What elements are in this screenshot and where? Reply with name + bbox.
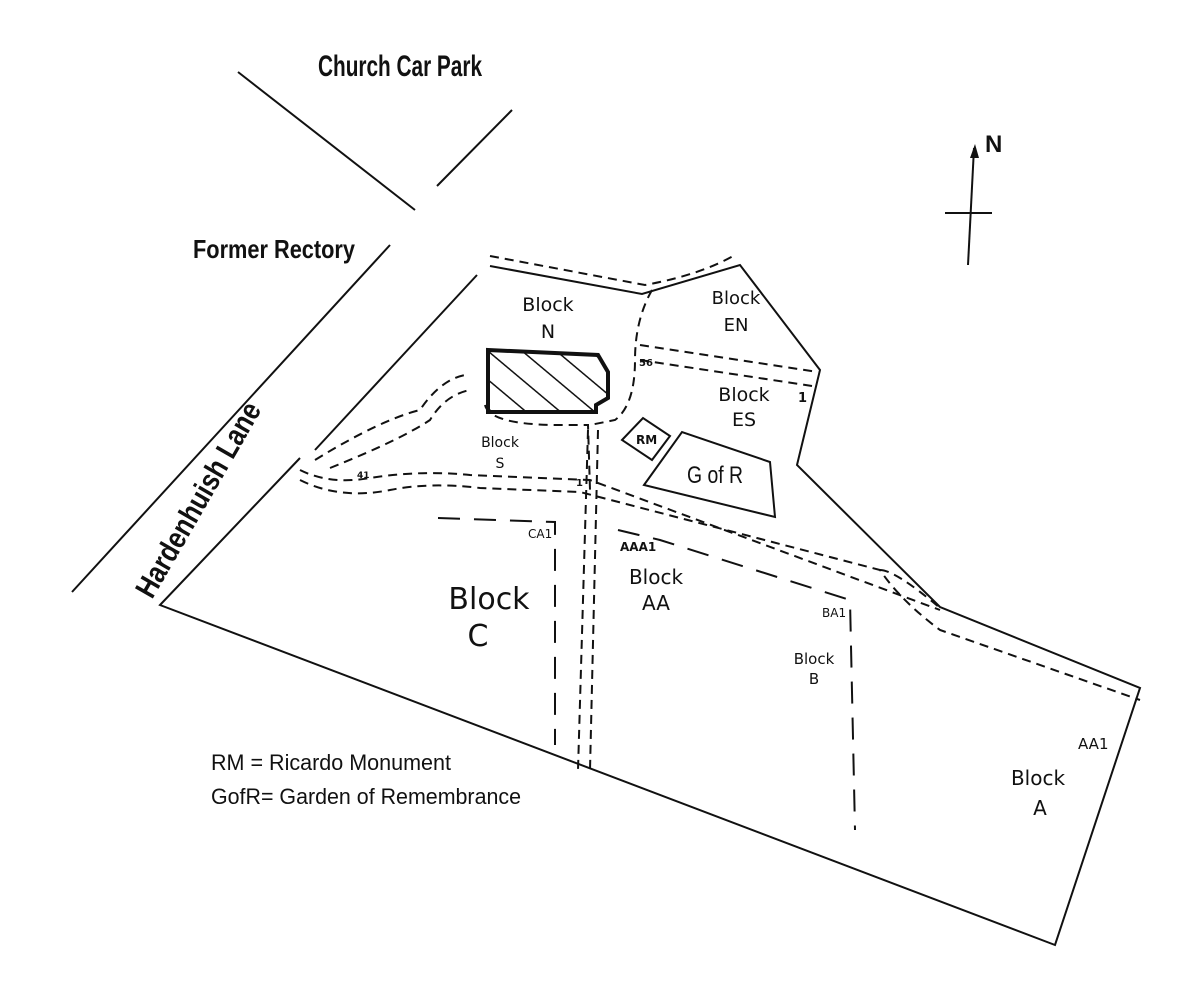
garden-of-remembrance: G of R (642, 430, 777, 519)
svg-text:BA1: BA1 (822, 606, 846, 620)
svg-text:ES: ES (732, 409, 756, 431)
block-dividers (437, 517, 856, 831)
svg-text:Block: Block (794, 650, 835, 668)
svg-text:Block: Block (712, 288, 761, 309)
hardenhuish-lane-label: Hardenhuish Lane (129, 396, 268, 603)
svg-text:B: B (809, 670, 819, 688)
svg-text:AAA1: AAA1 (620, 540, 656, 554)
svg-text:Block: Block (1011, 766, 1066, 790)
church-car-park-road (237, 71, 513, 211)
footpaths (299, 254, 1141, 771)
former-rectory-label: Former Rectory (193, 234, 355, 264)
svg-text:Block: Block (629, 565, 684, 589)
svg-text:N: N (541, 321, 555, 343)
svg-text:AA1: AA1 (1078, 735, 1108, 753)
svg-text:C: C (468, 619, 489, 654)
svg-text:Block: Block (448, 582, 530, 617)
svg-text:RM: RM (636, 433, 657, 447)
legend-gofr: GofR= Garden of Remembrance (211, 784, 521, 809)
svg-text:41: 41 (357, 471, 370, 481)
grave-markers: 56 1 41 1 CA1 AAA1 BA1 AA1 (357, 358, 1108, 753)
ricardo-monument: RM (620, 416, 672, 462)
svg-text:1: 1 (576, 478, 583, 489)
church-building (486, 347, 610, 414)
svg-text:S: S (496, 456, 505, 472)
north-compass-icon: N (945, 131, 1002, 266)
svg-text:G of R: G of R (687, 462, 743, 489)
svg-text:Block: Block (718, 384, 769, 406)
svg-text:AA: AA (642, 591, 670, 615)
svg-text:Block: Block (522, 294, 573, 316)
svg-text:1: 1 (798, 391, 807, 406)
svg-text:N: N (985, 131, 1002, 158)
svg-text:EN: EN (724, 315, 749, 336)
hardenhuish-lane-road (71, 244, 478, 593)
cemetery-boundary (158, 263, 1142, 947)
svg-text:A: A (1033, 796, 1047, 820)
svg-text:56: 56 (639, 358, 653, 369)
church-car-park-label: Church Car Park (318, 50, 482, 83)
legend-rm: RM = Ricardo Monument (211, 750, 451, 775)
svg-text:CA1: CA1 (528, 527, 552, 541)
map-legend: RM = Ricardo Monument GofR= Garden of Re… (211, 750, 521, 809)
svg-text:Block: Block (481, 435, 520, 451)
